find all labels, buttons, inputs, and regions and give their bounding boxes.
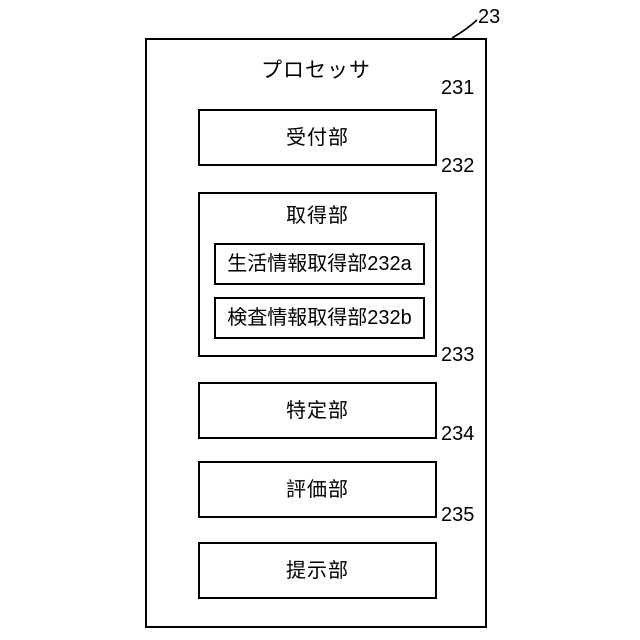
unit-box-evaluate: 評価部	[198, 461, 437, 518]
reference-numeral-234: 234	[441, 423, 475, 445]
reference-numeral-235: 235	[441, 504, 475, 526]
unit-label-identify: 特定部	[286, 399, 349, 422]
leader-line-23	[451, 19, 478, 39]
unit-label-acquisition: 取得部	[286, 205, 349, 227]
processor-title: プロセッサ	[261, 59, 371, 82]
unit-label-present: 提示部	[286, 559, 349, 582]
unit-label-exam-info-acquisition: 検査情報取得部232b	[227, 307, 412, 329]
unit-box-life-info-acquisition: 生活情報取得部232a	[214, 243, 425, 285]
unit-label-reception: 受付部	[286, 126, 349, 149]
processor-block: プロセッサ 受付部 取得部 生活情報取得部232a 検査情報取得部232b 特定…	[145, 38, 487, 628]
reference-numeral-233: 233	[441, 344, 475, 366]
reference-numeral-23: 23	[478, 6, 501, 28]
unit-box-acquisition: 取得部 生活情報取得部232a 検査情報取得部232b	[198, 192, 437, 357]
unit-box-present: 提示部	[198, 542, 437, 599]
unit-box-identify: 特定部	[198, 382, 437, 439]
unit-label-life-info-acquisition: 生活情報取得部232a	[227, 253, 412, 275]
unit-box-reception: 受付部	[198, 109, 437, 166]
unit-label-evaluate: 評価部	[286, 478, 349, 501]
unit-box-exam-info-acquisition: 検査情報取得部232b	[214, 297, 425, 339]
reference-numeral-231: 231	[441, 77, 475, 99]
reference-numeral-232: 232	[441, 155, 475, 177]
